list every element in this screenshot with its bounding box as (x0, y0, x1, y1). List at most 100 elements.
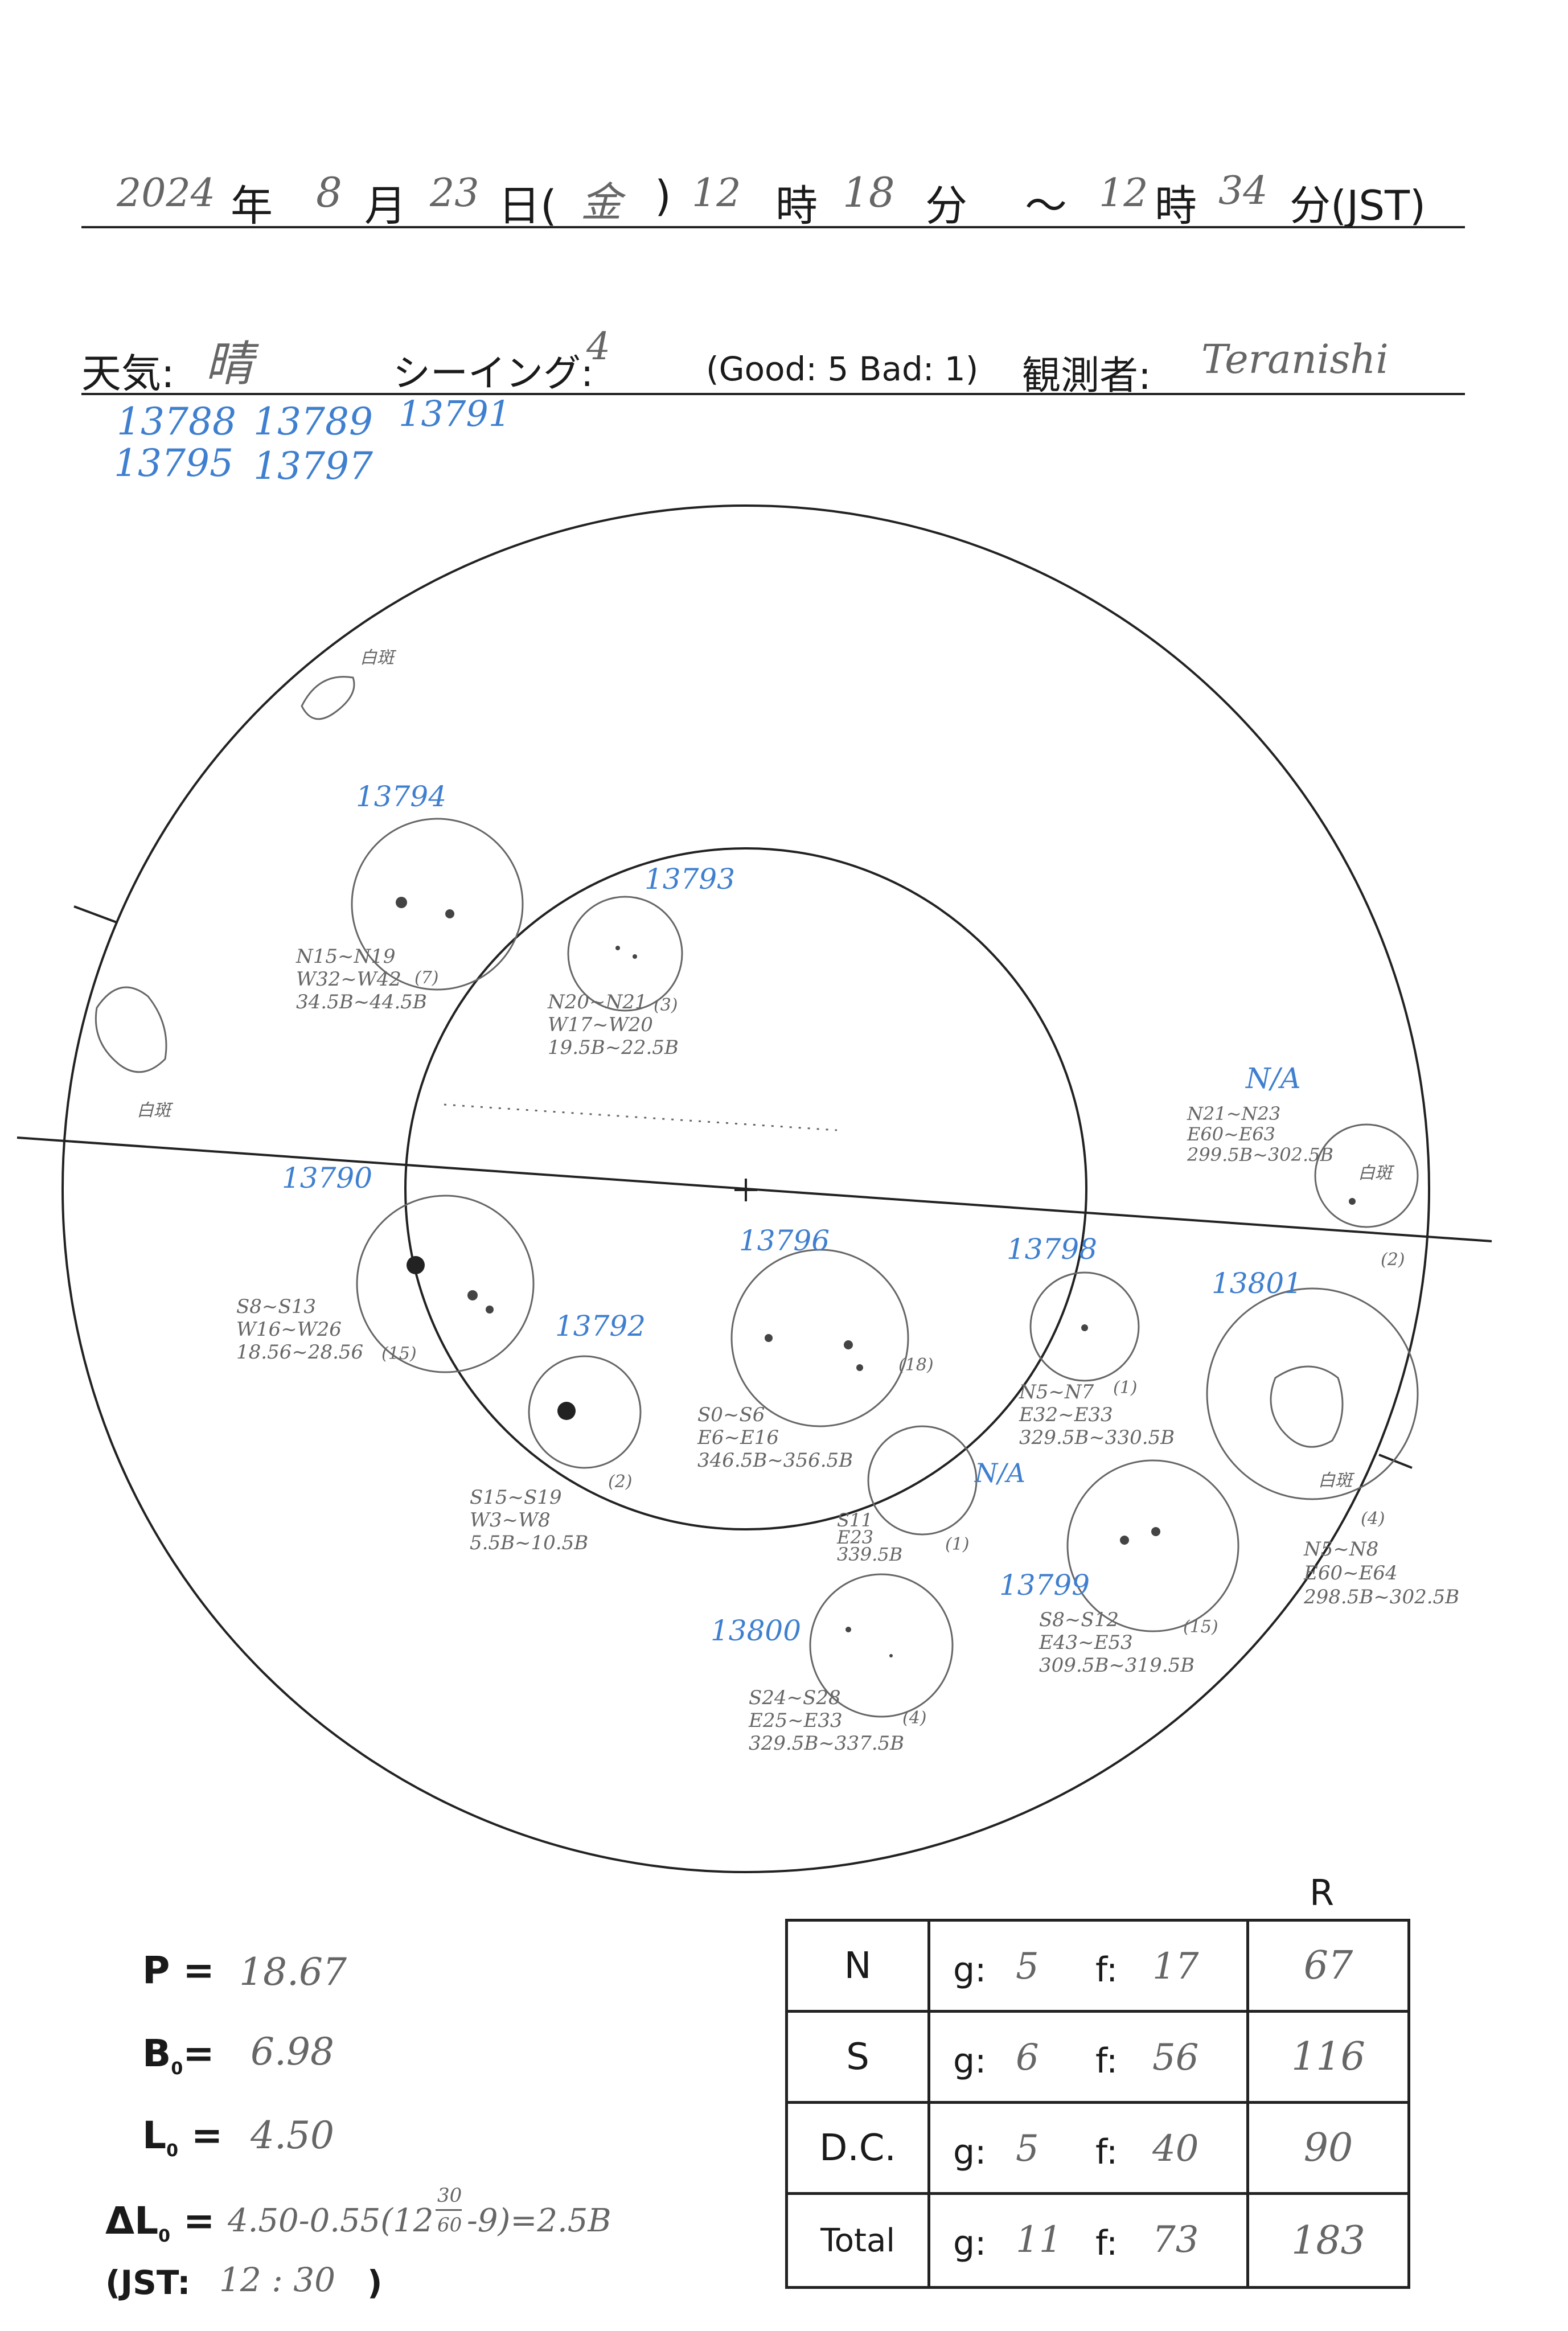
sunspot (615, 946, 620, 950)
f-value: 17 (1152, 1946, 1199, 1988)
zoom-circle-13800 (809, 1573, 954, 1718)
region-id: N/A (1246, 1062, 1301, 1095)
table-row: Total g: 11 f: 73 183 (788, 2195, 1407, 2286)
day-unit: 日( (498, 182, 557, 231)
sunspot (844, 1340, 853, 1349)
region-count: (15) (1183, 1617, 1218, 1637)
weekday-close: ) (655, 172, 671, 221)
region-coords-na-north: N21~N23 E60~E63 299.5B~302.5B (1187, 1103, 1333, 1165)
delta-l0-fraction-den: 60 (437, 2214, 462, 2236)
start-min-unit: 分 (925, 182, 967, 231)
zoom-circle-13799 (1066, 1459, 1239, 1632)
sunspot (1081, 1324, 1088, 1331)
sunspot (1349, 1198, 1356, 1205)
f-value: 56 (1152, 2037, 1199, 2079)
delta-l0-value: 4.50-0.55(12 (228, 2202, 434, 2239)
region-lon: E25~E33 (749, 1709, 843, 1732)
region-lat: N5~N7 (1019, 1381, 1094, 1403)
region-id: 13799 (999, 1569, 1090, 1602)
faculae-label: 白斑 (1358, 1163, 1392, 1183)
sunspot (445, 909, 454, 918)
fraction-bar (436, 2209, 462, 2211)
region-lon: W16~W26 (236, 1318, 342, 1341)
g-value: 11 (1016, 2219, 1062, 2261)
sunspot (557, 1402, 576, 1420)
region-lon: E43~E53 (1039, 1631, 1133, 1654)
start-min-value: 18 (843, 169, 895, 216)
region-id: 13798 (1007, 1233, 1098, 1266)
zoom-circle-13798 (1029, 1271, 1140, 1382)
region-list-item: 13788 (117, 400, 236, 444)
zoom-circle-13793 (567, 896, 683, 1012)
g-value: 5 (1016, 2128, 1039, 2170)
region-coords-13801: N5~N8 E60~E64 298.5B~302.5B (1304, 1537, 1459, 1609)
faculae-label: 白斑 (360, 648, 394, 668)
region-lat: S11 (837, 1509, 873, 1531)
g-label: g: (953, 2132, 987, 2172)
weather-label: 天気: (81, 350, 175, 397)
axis-tick-left (73, 905, 117, 924)
region-range: 339.5B (837, 1544, 903, 1565)
region-range: 18.56~28.56 (236, 1341, 364, 1364)
month-value: 8 (316, 169, 342, 216)
r-value: 90 (1303, 2125, 1353, 2170)
region-count: (4) (1361, 1509, 1385, 1529)
g-label: g: (953, 1950, 987, 1990)
region-annotation-13794: 13794 (356, 780, 446, 813)
conditions-underline (81, 393, 1465, 395)
region-count: (18) (898, 1355, 934, 1375)
delta-l0-label: ΔL0 = (105, 2199, 215, 2247)
sunspot (396, 897, 407, 908)
region-lon: W17~W20 (548, 1013, 653, 1036)
region-id: 13800 (711, 1614, 802, 1647)
l0-value: 4.50 (251, 2114, 334, 2157)
sunspot (633, 954, 637, 959)
solar-disk-outline (61, 504, 1430, 1873)
region-lon: E6~E16 (697, 1426, 779, 1449)
region-lon: E23 (837, 1526, 874, 1548)
axis-tick-right (1378, 1454, 1413, 1469)
region-range: 346.5B~356.5B (697, 1449, 853, 1472)
region-range: 5.5B~10.5B (470, 1532, 589, 1554)
region-list-item: 13797 (253, 444, 373, 488)
delta-l0-subscript: 0 (158, 2226, 171, 2247)
l0-label: L0 = (142, 2114, 223, 2161)
region-lon: E60~E64 (1304, 1562, 1398, 1585)
end-min-unit: 分(JST) (1290, 182, 1426, 229)
p-label: P = (142, 1948, 215, 1992)
time-range-tilde: ～ (1025, 182, 1067, 231)
region-lon: E60~E63 (1187, 1123, 1275, 1145)
jst-value: 12 : 30 (219, 2260, 336, 2299)
zoom-circle-na-north (1314, 1123, 1419, 1228)
region-range: 329.5B~337.5B (749, 1732, 905, 1755)
region-count: (3) (654, 995, 678, 1015)
f-label: f: (1095, 2132, 1118, 2172)
region-lat: S8~S13 (236, 1295, 316, 1318)
region-count: (4) (902, 1708, 927, 1728)
region-id: 13793 (645, 863, 736, 896)
region-range: 19.5B~22.5B (548, 1036, 679, 1059)
faculae-label: 白斑 (1318, 1471, 1352, 1491)
observer-label: 観測者: (1022, 354, 1151, 399)
p-value: 18.67 (239, 1950, 347, 1994)
region-range: 299.5B~302.5B (1187, 1144, 1334, 1166)
zoom-circle-13794 (351, 818, 524, 991)
region-coords-13798: N5~N7 E32~E33 329.5B~330.5B (1019, 1381, 1175, 1449)
row-label: D.C. (788, 2104, 930, 2192)
g-value: 6 (1016, 2037, 1039, 2079)
r-column-header: R (1310, 1872, 1335, 1914)
seeing-scale-note: (Good: 5 Bad: 1) (706, 350, 979, 388)
region-id: 13794 (356, 780, 447, 813)
region-range: 329.5B~330.5B (1019, 1426, 1175, 1449)
count-table: N g: 5 f: 17 67 S g: 6 f: 56 116 D.C. g:… (785, 1919, 1410, 2289)
region-count: (2) (1381, 1250, 1405, 1270)
zoom-circle-13796 (730, 1249, 909, 1427)
sunspot (845, 1627, 851, 1632)
weekday-value: 金 (581, 178, 622, 226)
r-value: 67 (1303, 1943, 1353, 1988)
jst-close: ) (367, 2263, 383, 2302)
region-coords-13792: S15~S19 W3~W8 5.5B~10.5B (470, 1486, 588, 1554)
region-count: (2) (608, 1472, 633, 1492)
sunspot (856, 1364, 863, 1371)
region-id: 13801 (1212, 1267, 1303, 1300)
